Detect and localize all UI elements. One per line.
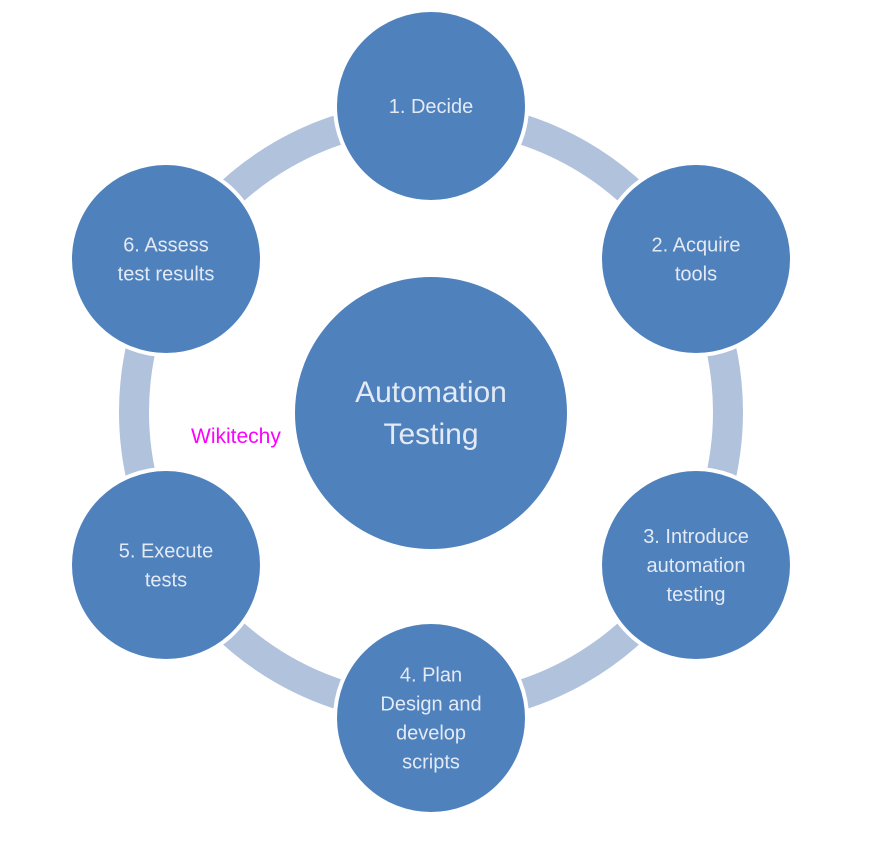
center-label-line-2: Testing xyxy=(383,418,478,451)
step-label-2-line-2: tools xyxy=(675,264,717,286)
step-label-5: 5. Execute tests xyxy=(119,541,214,592)
step-label-4-line-2: Design and xyxy=(380,694,481,716)
step-label-3-line-2: automation xyxy=(647,555,746,577)
step-label-3-line-3: testing xyxy=(667,584,726,606)
step-circle-2 xyxy=(598,161,795,357)
step-circle-3 xyxy=(598,467,795,663)
step-circle-4 xyxy=(333,620,529,816)
step-label-2-line-1: 2. Acquire xyxy=(652,235,741,257)
step-node-2: 2. Acquire tools xyxy=(598,161,795,357)
cycle-nodes: 1. Decide 2. Acquire tools 3. Introduce auto… xyxy=(67,8,795,816)
step-circle-1 xyxy=(333,8,529,204)
step-label-1: 1. Decide xyxy=(389,96,474,118)
step-label-5-line-1: 5. Execute xyxy=(119,541,214,563)
step-node-6: 6. Assess test results xyxy=(67,161,264,357)
step-node-5: 5. Execute tests xyxy=(67,467,264,663)
step-circle-6 xyxy=(67,161,264,357)
step-node-1: 1. Decide xyxy=(333,8,529,204)
wikitechy-watermark: Wikitechy xyxy=(191,425,281,448)
step-label-4-line-1: 4. Plan xyxy=(400,665,462,687)
step-label-4-line-3: develop xyxy=(396,723,466,745)
step-label-3: 3. Introduce automation testing xyxy=(643,526,749,606)
step-label-6-line-1: 6. Assess xyxy=(123,235,209,257)
center-label-line-1: Automation xyxy=(355,376,507,409)
step-label-4-line-4: scripts xyxy=(402,752,460,774)
step-label-3-line-1: 3. Introduce xyxy=(643,526,749,548)
step-circle-5 xyxy=(67,467,264,663)
center-circle xyxy=(291,273,571,553)
step-label-2: 2. Acquire tools xyxy=(652,235,741,286)
step-label-6-line-2: test results xyxy=(118,264,215,286)
step-node-3: 3. Introduce automation testing xyxy=(598,467,795,663)
step-label-5-line-2: tests xyxy=(145,570,187,592)
step-label-6: 6. Assess test results xyxy=(118,235,215,286)
step-label-1-line-1: 1. Decide xyxy=(389,96,474,118)
